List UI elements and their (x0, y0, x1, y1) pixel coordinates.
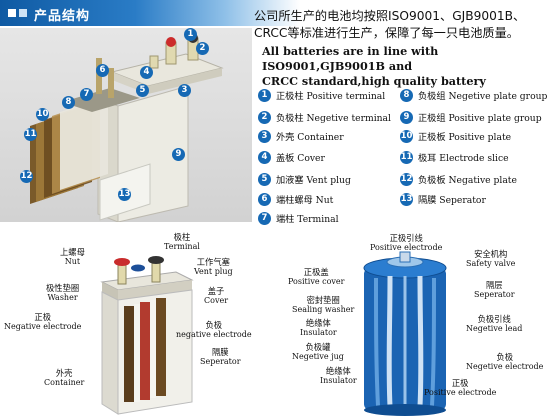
legend-item: 5 加液塞 Vent plug (258, 172, 351, 186)
legend-number: 8 (400, 88, 413, 102)
marker-7: 7 (80, 88, 93, 101)
legend-item: 4 盖板 Cover (258, 150, 325, 164)
legend-number: 6 (258, 192, 271, 206)
legend-label: 正极柱 Positive terminal (276, 91, 386, 102)
legend-number: 11 (400, 150, 413, 164)
intro-cn-line1: 公司所生产的电池均按照ISO9001、GJB9001B、 (254, 9, 526, 23)
intro-chinese: 公司所生产的电池均按照ISO9001、GJB9001B、 CRCC等标准进行生产… (254, 8, 550, 42)
marker-13: 13 (118, 188, 131, 201)
header-banner (0, 0, 300, 26)
legend-number: 2 (258, 110, 271, 124)
legend-item: 9 正极组 Positive plate group (400, 110, 542, 124)
marker-1: 1 (184, 28, 197, 41)
legend-item: 12 负极板 Negative plate (400, 172, 517, 186)
intro-en-line2: CRCC standard,high quality battery (262, 74, 486, 88)
legend-number: 12 (400, 172, 413, 186)
legend-label: 加液塞 Vent plug (276, 175, 351, 186)
legend-item: 6 端柱螺母 Nut (258, 192, 333, 206)
header-dots-icon (8, 9, 27, 17)
legend-item: 13 隔膜 Seperator (400, 192, 486, 206)
legend-label: 端柱螺母 Nut (276, 195, 334, 206)
legend-item: 1 正极柱 Positive terminal (258, 88, 385, 102)
marker-3: 3 (178, 84, 191, 97)
cylindrical-cutaway-drawing (363, 251, 447, 416)
legend-label: 外壳 Container (276, 132, 344, 143)
legend-item: 10 正极板 Positive plate (400, 129, 511, 143)
legend-number: 5 (258, 172, 271, 186)
legend-item: 11 极耳 Electrode slice (400, 150, 509, 164)
legend-label: 负极组 Negetive plate group (418, 91, 548, 102)
legend-item: 8 负极组 Negetive plate group (400, 88, 547, 102)
legend-label: 正极板 Positive plate (418, 132, 512, 143)
exploded-battery-illustration: 1 2 3 4 5 6 7 8 9 10 11 12 13 (0, 28, 252, 223)
legend-number: 10 (400, 129, 413, 143)
legend-number: 4 (258, 150, 271, 164)
legend-number: 1 (258, 88, 271, 102)
legend-label: 隔膜 Seperator (418, 195, 486, 206)
marker-12: 12 (20, 170, 33, 183)
prismatic-cutaway-drawing (100, 256, 194, 415)
legend-number: 3 (258, 129, 271, 143)
exploded-battery-drawing (30, 33, 224, 223)
intro-en-line1: All batteries are in line with ISO9001,G… (262, 44, 439, 73)
legend-item: 2 负极柱 Negetive terminal (258, 110, 391, 124)
marker-9: 9 (172, 148, 185, 161)
legend-number: 7 (258, 211, 271, 225)
legend-label: 负极板 Negative plate (418, 175, 517, 186)
marker-10: 10 (36, 108, 49, 121)
section-title: 产品结构 (34, 9, 91, 24)
marker-4: 4 (140, 66, 153, 79)
legend-label: 正极组 Positive plate group (418, 113, 542, 124)
marker-5: 5 (136, 84, 149, 97)
legend-item: 7 端柱 Terminal (258, 211, 339, 225)
legend-label: 极耳 Electrode slice (418, 153, 509, 164)
legend-number: 13 (400, 192, 413, 206)
marker-11: 11 (24, 128, 37, 141)
marker-2: 2 (196, 42, 209, 55)
marker-6: 6 (96, 64, 109, 77)
intro-english: All batteries are in line with ISO9001,G… (262, 44, 550, 89)
legend-label: 盖板 Cover (276, 153, 325, 164)
marker-8: 8 (62, 96, 75, 109)
legend-label: 端柱 Terminal (276, 214, 339, 225)
legend-item: 3 外壳 Container (258, 129, 344, 143)
legend-number: 9 (400, 110, 413, 124)
section-header: 产品结构 (0, 0, 300, 26)
legend-label: 负极柱 Negetive terminal (276, 113, 391, 124)
intro-cn-line2: CRCC等标准进行生产，保障了每一只电池质量。 (254, 26, 519, 40)
